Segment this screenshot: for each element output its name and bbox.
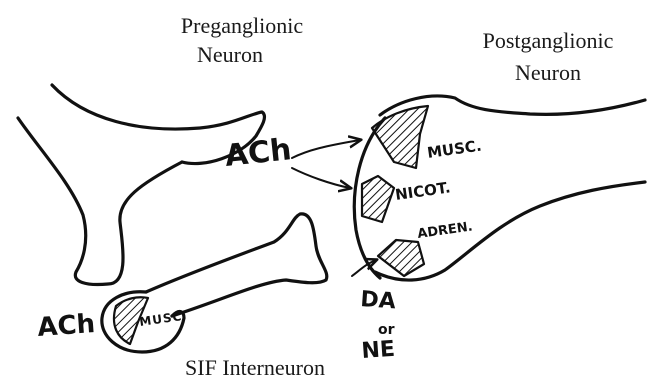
adrenergic-receptor xyxy=(378,240,424,276)
sif-musc-receptor-label: MUSC xyxy=(138,309,183,329)
preganglionic-neuron-axon-outline xyxy=(18,118,182,285)
preganglionic-neuron-label-line1: Preganglionic xyxy=(181,13,303,38)
ne-label: NE xyxy=(361,337,396,364)
ach-arrow-to-nicotinic xyxy=(292,168,350,188)
ach-label-lower: ACh xyxy=(36,309,96,343)
or-label: or xyxy=(378,322,395,338)
ach-label-upper: ACh xyxy=(223,132,293,174)
postganglionic-neuron-label-line2: Neuron xyxy=(515,60,581,85)
ach-arrow-to-muscarinic xyxy=(292,140,360,158)
sif-interneuron-upper-outline xyxy=(146,214,327,316)
nicotinic-receptor xyxy=(362,176,394,222)
da-label: DA xyxy=(360,287,397,314)
nicot-receptor-label: NICOT. xyxy=(394,178,452,204)
preganglionic-neuron-label-line2: Neuron xyxy=(197,42,263,67)
adren-receptor-label: ADREN. xyxy=(416,219,473,242)
musc-receptor-label: MUSC. xyxy=(426,137,483,162)
postganglionic-neuron-label-line1: Postganglionic xyxy=(483,28,614,53)
sif-interneuron-label: SIF Interneuron xyxy=(185,355,325,380)
